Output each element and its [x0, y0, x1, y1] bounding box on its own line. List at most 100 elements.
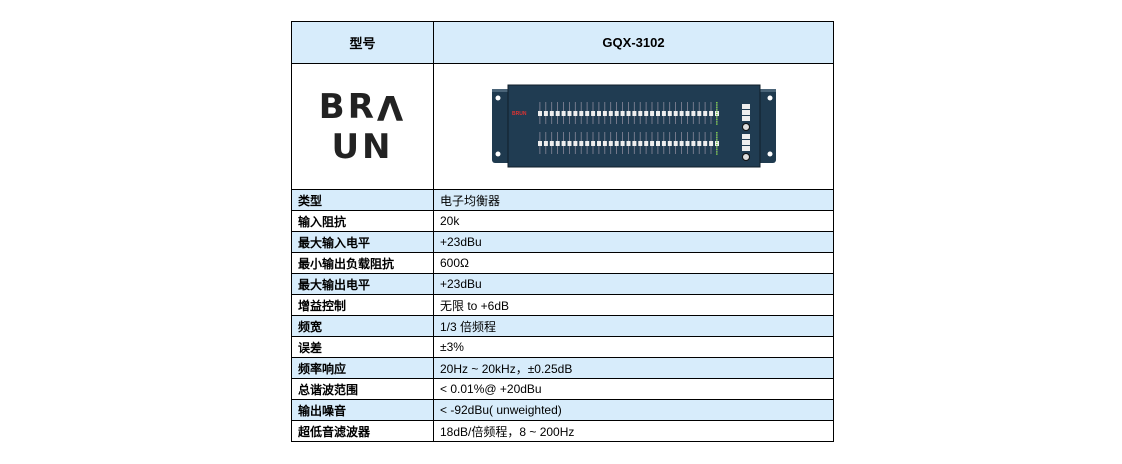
eq-slider-knob [702, 110, 707, 116]
eq-slider-knob [549, 140, 554, 146]
eq-slider-knob [567, 110, 571, 116]
spec-value: 20k [433, 210, 834, 232]
eq-slider-knob [649, 140, 654, 146]
spec-key: 输入阻抗 [291, 210, 434, 232]
header-row: 型号 GQX-3102 [291, 21, 834, 64]
eq-slider-knob [608, 140, 613, 146]
spec-key: 输出噪音 [291, 399, 434, 421]
spec-row: 误差±3% [291, 336, 834, 358]
spec-row: 最大输入电平+23dBu [291, 231, 834, 253]
eq-slider-knob [549, 110, 554, 116]
eq-slider-knob [679, 110, 684, 116]
spec-key: 频宽 [291, 315, 434, 337]
panel-button [741, 103, 750, 109]
eq-slider-knob [714, 140, 719, 146]
eq-slider-knob [667, 110, 672, 116]
spec-value: 18dB/倍频程，8 ~ 200Hz [433, 420, 834, 442]
eq-slider-knob [537, 110, 542, 116]
spec-value: ±3% [433, 336, 834, 358]
spec-value: < 0.01%@ +20dBu [433, 378, 834, 400]
spec-value: 600Ω [433, 252, 834, 274]
braun-logo: BRVUN [318, 86, 407, 167]
eq-slider-knob [572, 110, 577, 116]
eq-slider-knob [631, 110, 636, 116]
eq-slider-knob [561, 110, 566, 116]
spec-key: 最大输入电平 [291, 231, 434, 253]
eq-slider-knob [578, 110, 583, 116]
eq-slider-knob [661, 140, 666, 146]
spec-key: 误差 [291, 336, 434, 358]
eq-slider-knob [572, 140, 577, 146]
eq-slider-knob [578, 140, 583, 146]
panel-logo: BRUN [512, 111, 527, 117]
model-label: 型号 [291, 21, 434, 64]
eq-slider-knob [626, 140, 630, 146]
spec-value: 20Hz ~ 20kHz，±0.25dB [433, 357, 834, 379]
eq-slider-knob [702, 140, 707, 146]
eq-slider-knob [537, 140, 542, 146]
eq-slider-knob [561, 140, 566, 146]
eq-slider-knob [631, 140, 636, 146]
eq-slider-knob [655, 140, 660, 146]
spec-key: 超低音滤波器 [291, 420, 434, 442]
spec-key: 最小输出负载阻抗 [291, 252, 434, 274]
spec-value: +23dBu [433, 273, 834, 295]
panel-button [741, 109, 750, 115]
eq-slider-knob [596, 140, 601, 146]
spec-value: < -92dBu( unweighted) [433, 399, 834, 421]
panel-button [741, 115, 750, 121]
panel-button [741, 139, 750, 145]
eq-slider-knob [584, 140, 589, 146]
eq-slider-knob [679, 140, 684, 146]
eq-slider-knob [543, 140, 548, 146]
eq-slider-knob [584, 110, 589, 116]
eq-slider-knob [567, 140, 571, 146]
eq-slider-knob [667, 140, 672, 146]
eq-slider-knob [620, 110, 625, 116]
eq-slider-knob [649, 110, 654, 116]
spec-key: 类型 [291, 189, 434, 211]
panel-button [741, 145, 750, 151]
eq-slider-knob [602, 110, 607, 116]
eq-slider-knob [608, 110, 613, 116]
panel-knob [741, 152, 750, 161]
spec-key: 增益控制 [291, 294, 434, 316]
eq-slider-knob [614, 110, 619, 116]
eq-slider-knob [714, 110, 719, 116]
spec-value: 电子均衡器 [433, 189, 834, 211]
eq-slider-knob [643, 140, 648, 146]
model-value: GQX-3102 [433, 21, 834, 64]
spec-value: 1/3 倍频程 [433, 315, 834, 337]
spec-key: 总谐波范围 [291, 378, 434, 400]
spec-row: 类型电子均衡器 [291, 189, 834, 211]
eq-slider-knob [696, 110, 701, 116]
eq-slider-knob [655, 110, 660, 116]
spec-value: +23dBu [433, 231, 834, 253]
eq-slider-knob [708, 140, 713, 146]
eq-slider-knob [690, 140, 695, 146]
eq-slider-knob [596, 110, 601, 116]
eq-slider-knob [661, 110, 666, 116]
eq-slider-knob [643, 110, 648, 116]
eq-slider-knob [626, 110, 630, 116]
spec-row: 总谐波范围< 0.01%@ +20dBu [291, 378, 834, 400]
spec-key: 频率响应 [291, 357, 434, 379]
eq-slider-knob [673, 110, 678, 116]
eq-slider-knob [555, 110, 560, 116]
image-row: BRVUN BRUN [291, 63, 834, 190]
eq-slider-knob [637, 140, 642, 146]
eq-slider-knob [690, 110, 695, 116]
eq-slider-knob [590, 110, 595, 116]
eq-slider-knob [602, 140, 607, 146]
panel-button [741, 133, 750, 139]
spec-key: 最大输出电平 [291, 273, 434, 295]
eq-slider-knob [620, 140, 625, 146]
eq-slider-knob [696, 140, 701, 146]
spec-row: 输出噪音< -92dBu( unweighted) [291, 399, 834, 421]
eq-slider-knob [555, 140, 560, 146]
